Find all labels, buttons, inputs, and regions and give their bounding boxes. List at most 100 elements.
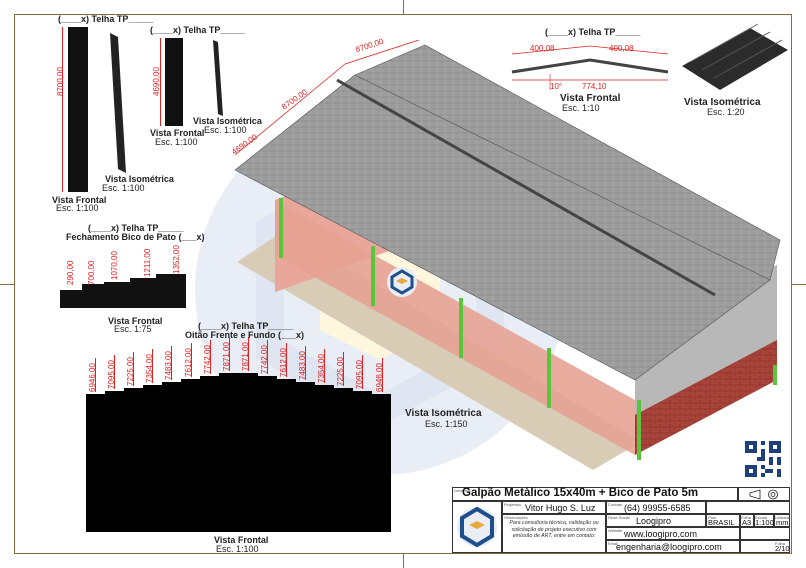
oitao-subtitle: Oitão Frente e Fundo (___x): [185, 330, 305, 340]
telha-a-dim: 8700,00: [56, 67, 65, 96]
page-number: 2/10: [775, 544, 790, 553]
oitao-dim-line: [286, 343, 287, 377]
oitao-dim-line: [324, 349, 326, 383]
title-row: [452, 487, 738, 501]
oitao-dim-line: [343, 352, 345, 386]
telha-b-iso-shape: [213, 40, 223, 116]
brand-cell: [606, 514, 706, 527]
fechamento-subtitle: Fechamento Bico de Pato (___x): [66, 232, 205, 242]
telha-a-iso-label: Vista Isométrica: [105, 174, 174, 184]
fechamento-scale: Esc. 1:75: [114, 324, 152, 334]
fechamento-title: (____x) Telha TP_____: [88, 223, 184, 233]
units-cell: [774, 514, 790, 527]
fechamento-dim-1: 290,00: [66, 260, 75, 285]
fechamento-dim-3: 1070,00: [110, 251, 119, 280]
fechamento-frontal-label: Vista Frontal: [108, 316, 163, 326]
website-cell: [606, 527, 740, 540]
oitao-frontal-label: Vista Frontal: [214, 535, 269, 545]
paper-cell: [740, 514, 754, 527]
telha-c-profile: [511, 45, 669, 90]
telha-c-iso-scale: Esc. 1:20: [707, 107, 745, 117]
telha-a-frontal-shape: [68, 27, 88, 192]
telha-c-title: (____x) Telha TP_____: [545, 27, 641, 37]
note-text: Para consultoria técnica, validação ou s…: [509, 520, 599, 540]
frame-tick-bottom: [403, 554, 404, 568]
fechamento-shape: [60, 274, 186, 308]
country-value: BRASIL: [708, 518, 735, 527]
oitao-dim-line: [190, 343, 192, 377]
telha-c-frontal-label: Vista Frontal: [560, 93, 621, 104]
paper-value: A3: [742, 518, 752, 527]
scale-label: Escala: [755, 515, 768, 520]
title-field-label: Desenho: [454, 488, 471, 493]
telha-a-iso-scale: Esc. 1:100: [102, 183, 145, 193]
telha-a-dimline: [62, 27, 63, 192]
page-cell: [740, 540, 790, 553]
blank-cell: [740, 527, 790, 540]
qr-code[interactable]: [745, 441, 781, 477]
fechamento-dim-5: 1352,00: [172, 245, 181, 274]
oitao-shape: [86, 373, 391, 532]
oitao-dim-line: [266, 340, 268, 374]
note-cell: [502, 514, 606, 553]
page-label: Folha: [775, 541, 786, 546]
telha-b-frontal-shape: [165, 38, 183, 126]
telha-c-dim-left: 400,08: [530, 44, 555, 53]
oitao-dim-line: [381, 358, 383, 392]
logo-cell: [452, 501, 502, 553]
main-iso-label: Vista Isométrica: [405, 408, 482, 419]
website-link[interactable]: www.loogipro.com: [624, 529, 698, 539]
units-value: mm: [776, 518, 789, 527]
center-logo-icon: [387, 267, 417, 297]
oitao-dim-line: [114, 355, 116, 389]
oitao-dim-line: [362, 355, 364, 389]
main-building-iso: [234, 40, 781, 470]
projection-symbol-icon: [749, 489, 778, 500]
oitao-dim-line: [133, 352, 135, 386]
telha-a-frontal-scale: Esc. 1:100: [56, 203, 99, 213]
oitao-dim-line: [209, 340, 211, 374]
telha-c-iso-label: Vista Isométrica: [684, 97, 761, 108]
telha-b-title: (____x) Telha TP_____: [150, 25, 246, 35]
oitao-dim-line: [305, 346, 307, 380]
fechamento-dim-4: 1211,00: [143, 248, 152, 277]
phone-number[interactable]: (64) 99955-6585: [624, 503, 691, 513]
email-link[interactable]: engenharia@loogipro.com: [616, 542, 722, 552]
fechamento-dim-2: 700,00: [87, 260, 96, 285]
author-name: Vitor Hugo S. Luz: [525, 503, 596, 513]
oitao-dim-line: [228, 337, 230, 371]
extra-cell: [706, 501, 790, 514]
website-label: Website: [608, 528, 623, 533]
oitao-dim-line: [95, 358, 96, 392]
sheet-title: Galpão Metálico 15x40m + Bico de Pato 5m: [462, 487, 699, 499]
scale-cell: [754, 514, 774, 527]
oitao-scale: Esc. 1:100: [216, 544, 259, 554]
author-cell: [502, 501, 606, 514]
frame-border: [14, 14, 792, 554]
title-icon-cell: [738, 487, 790, 501]
paper-label: Folha: [741, 515, 752, 520]
brand-name[interactable]: Loogipro: [636, 516, 672, 526]
telha-a-title: (____x) Telha TP_____: [58, 14, 154, 24]
telha-b-iso-label: Vista Isométrica: [193, 116, 262, 126]
company-logo: [457, 506, 497, 548]
phone-cell: [606, 501, 706, 514]
telha-b-dimline: [160, 38, 161, 126]
telha-a-iso-shape: [110, 33, 126, 173]
frame-tick-top: [403, 0, 404, 14]
phone-label: Contato: [608, 502, 623, 507]
note-label: Observações: [504, 515, 528, 520]
telha-c-dim-width: 774,10: [582, 82, 607, 91]
telha-c-dim-right: 400,08: [609, 44, 634, 53]
telha-a-frontal-label: Vista Frontal: [52, 195, 107, 205]
units-label: Unidade: [775, 515, 790, 520]
author-label: Projetista: [504, 502, 521, 507]
country-label: País: [708, 515, 717, 520]
oitao-dim-line: [152, 349, 154, 383]
email-label: Email: [608, 541, 619, 546]
brand-label: Rede Social: [608, 515, 630, 520]
telha-c-dim-angle: 10°: [550, 82, 563, 91]
scale-value: 1:100: [755, 518, 774, 527]
telha-b-frontal-scale: Esc. 1:100: [155, 137, 198, 147]
telha-c-iso-shape: [682, 23, 788, 90]
